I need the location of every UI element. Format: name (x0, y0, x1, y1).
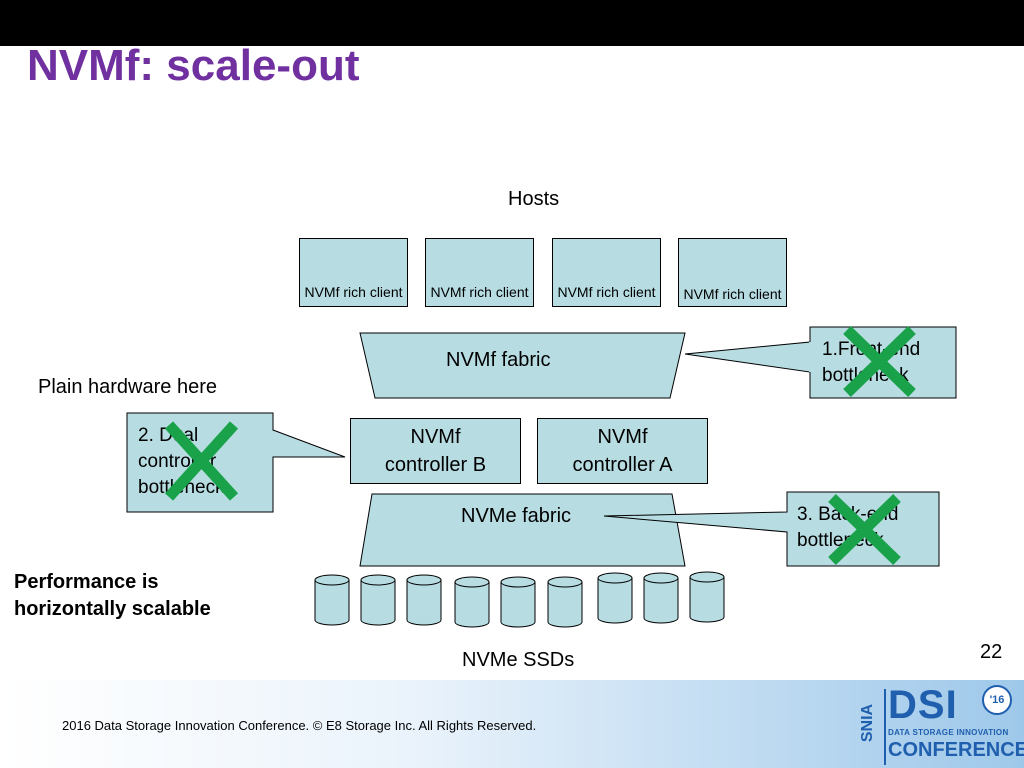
dsi-conference-logo: SNIA DSI '16 DATA STORAGE INNOVATION CON… (858, 683, 1024, 765)
client-box: NVMf rich client (425, 238, 534, 307)
nvmf-fabric-label: NVMf fabric (446, 349, 551, 371)
nvmf-fabric-shape (359, 332, 686, 399)
logo-name-text: DSI (888, 683, 958, 727)
ssd-cylinder-top (500, 576, 536, 588)
slide-title: NVMf: scale-out (27, 41, 360, 90)
ssd-cylinder-top (314, 574, 350, 586)
controller-b-label: controller B (384, 454, 487, 476)
ssd-cylinder (500, 582, 536, 628)
ssd-cylinder (547, 582, 583, 628)
client-label: NVMf rich client (683, 286, 782, 302)
logo-conf-text: CONFERENCE (888, 739, 1024, 761)
ssd-cylinder-top (689, 571, 725, 583)
ssd-cylinder (406, 580, 442, 626)
client-label: NVMf rich client (430, 284, 529, 300)
controller-b-label: NVMf (410, 426, 461, 448)
x-marks (164, 326, 916, 565)
ssd-cylinder (314, 580, 350, 626)
nvme-ssds-label: NVMe SSDs (462, 649, 575, 671)
logo-year-text: '16 (989, 694, 1005, 706)
top-bar (0, 0, 1024, 46)
controller-b-box: NVMf controller B (350, 418, 521, 484)
logo-sub-text: DATA STORAGE INNOVATION (888, 728, 1009, 737)
client-box: NVMf rich client (299, 238, 408, 307)
backend-callout-shape (603, 491, 940, 567)
client-box: NVMf rich client (678, 238, 787, 307)
ssd-cylinder (689, 577, 725, 623)
logo-org-text: SNIA (859, 703, 877, 743)
controller-a-label: NVMf (597, 426, 648, 448)
backend-x-mark-icon (828, 494, 901, 565)
controller-a-label: controller A (572, 454, 673, 476)
ssd-group (314, 571, 725, 628)
ssd-cylinder-top (454, 576, 490, 588)
client-label: NVMf rich client (304, 284, 403, 300)
plain-hardware-label: Plain hardware here (38, 376, 217, 398)
frontend-callout-shape (684, 326, 957, 399)
footer: 2016 Data Storage Innovation Conference.… (0, 680, 1024, 768)
client-box: NVMf rich client (552, 238, 661, 307)
logo-divider (884, 689, 886, 765)
performance-note: Performance is (14, 571, 159, 593)
footer-copyright: 2016 Data Storage Innovation Conference.… (62, 718, 537, 733)
nvme-fabric-shape (359, 493, 686, 567)
page-number: 22 (980, 641, 1003, 663)
ssd-cylinder (360, 580, 396, 626)
client-label: NVMf rich client (557, 284, 656, 300)
ssd-cylinder-top (597, 572, 633, 584)
ssd-cylinder-top (643, 572, 679, 584)
ssd-cylinder (454, 582, 490, 628)
controller-a-box: NVMf controller A (537, 418, 708, 484)
hosts-label: Hosts (508, 188, 560, 210)
nvme-fabric-label: NVMe fabric (461, 505, 572, 527)
frontend-x-mark-icon (843, 326, 916, 397)
ssd-cylinder (597, 578, 633, 624)
ssd-cylinder-top (406, 574, 442, 586)
dual-x-mark-icon (164, 421, 239, 501)
ssd-cylinder-top (547, 576, 583, 588)
lightbulb-icon: '16 (982, 685, 1012, 715)
ssd-cylinder-top (360, 574, 396, 586)
ssd-cylinder (643, 578, 679, 624)
performance-note: horizontally scalable (14, 598, 211, 620)
